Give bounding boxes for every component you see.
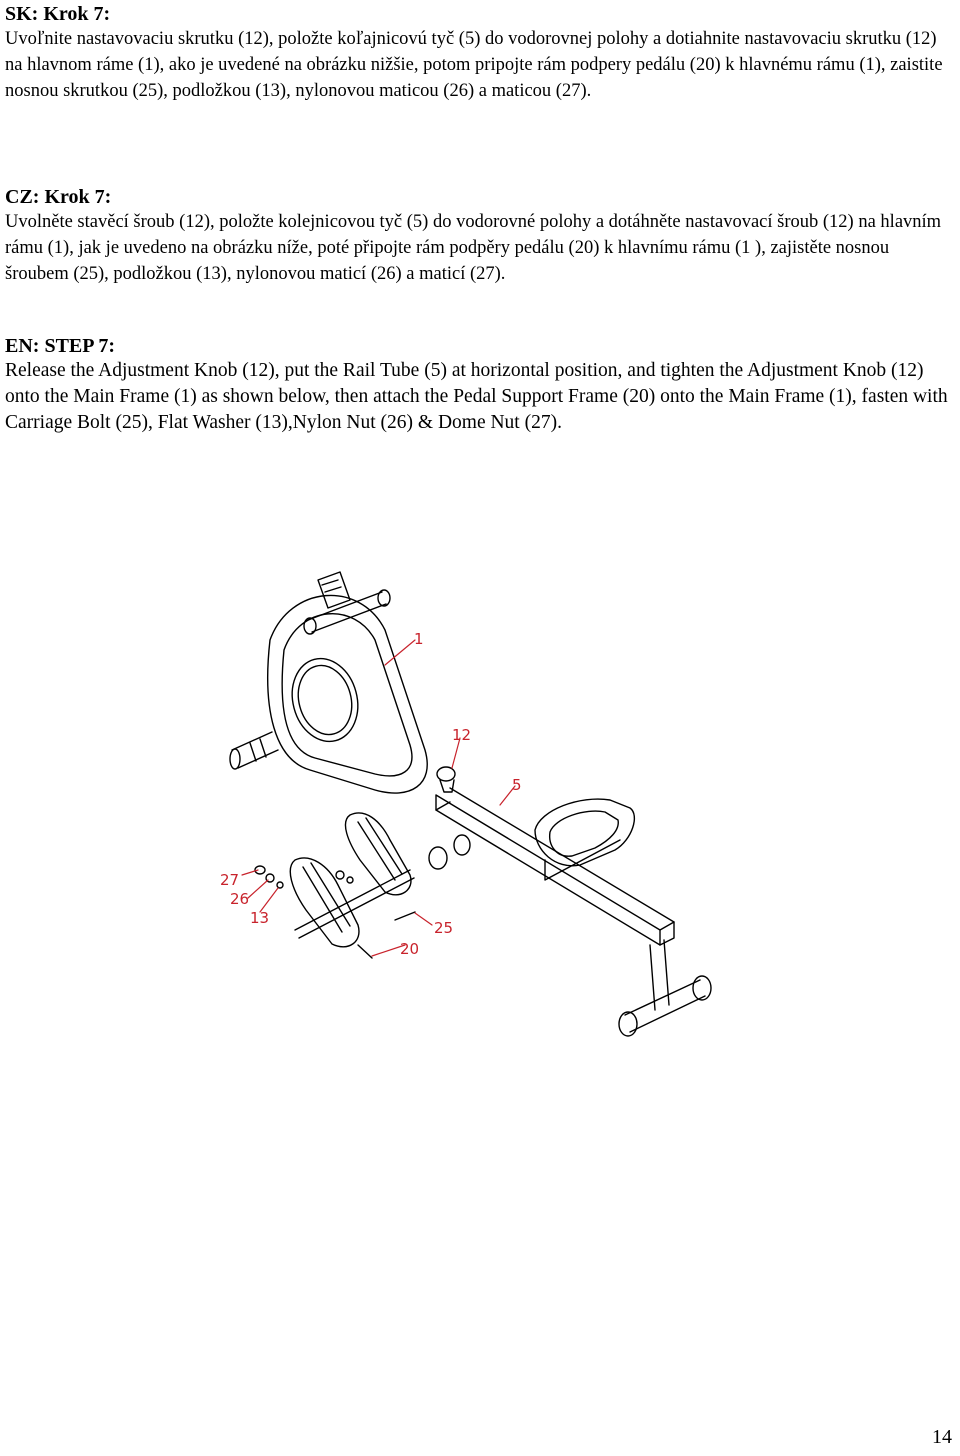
console-bracket bbox=[317, 571, 351, 609]
callout-carriage-bolt: 25 bbox=[434, 919, 453, 937]
callout-main-frame: 1 bbox=[414, 630, 424, 648]
callout-pedal-support-frame: 20 bbox=[400, 940, 419, 958]
paragraph-en: Release the Adjustment Knob (12), put th… bbox=[5, 360, 948, 433]
callout-adjustment-knob: 12 bbox=[452, 726, 471, 744]
heading-en: EN: STEP 7: bbox=[5, 335, 116, 357]
paragraph-cz: Uvolněte stavěcí šroub (12), položte kol… bbox=[5, 212, 942, 284]
heading-sk: SK: Krok 7: bbox=[5, 3, 111, 25]
page-number: 14 bbox=[932, 1426, 952, 1448]
seat bbox=[534, 798, 635, 881]
rail-tube bbox=[435, 787, 675, 946]
right-pedal bbox=[344, 812, 412, 896]
rowing-machine-assembly-figure: 1 12 5 27 26 13 25 20 bbox=[220, 571, 712, 1037]
front-wheels bbox=[428, 834, 471, 870]
main-frame-housing bbox=[267, 594, 428, 794]
heading-cz: CZ: Krok 7: bbox=[5, 186, 112, 208]
pedal-support-frame bbox=[294, 869, 415, 939]
section-sk: SK: Krok 7: Uvoľnite nastavovaciu skrutk… bbox=[5, 2, 955, 104]
hand-grip bbox=[229, 731, 279, 770]
callout-flat-washer: 13 bbox=[250, 909, 269, 927]
adjustment-knob bbox=[436, 766, 456, 793]
callout-leaders bbox=[241, 639, 516, 957]
rear-stabilizer bbox=[618, 939, 712, 1037]
section-en: EN: STEP 7: Release the Adjustment Knob … bbox=[5, 334, 955, 436]
callout-nylon-nut: 26 bbox=[230, 890, 249, 908]
callout-dome-nut: 27 bbox=[220, 871, 239, 889]
paragraph-sk: Uvoľnite nastavovaciu skrutku (12), polo… bbox=[5, 29, 943, 101]
callout-rail-tube: 5 bbox=[512, 776, 522, 794]
left-pedal bbox=[289, 857, 360, 948]
hardware-parts bbox=[254, 865, 416, 959]
section-cz: CZ: Krok 7: Uvolněte stavěcí šroub (12),… bbox=[5, 185, 955, 287]
